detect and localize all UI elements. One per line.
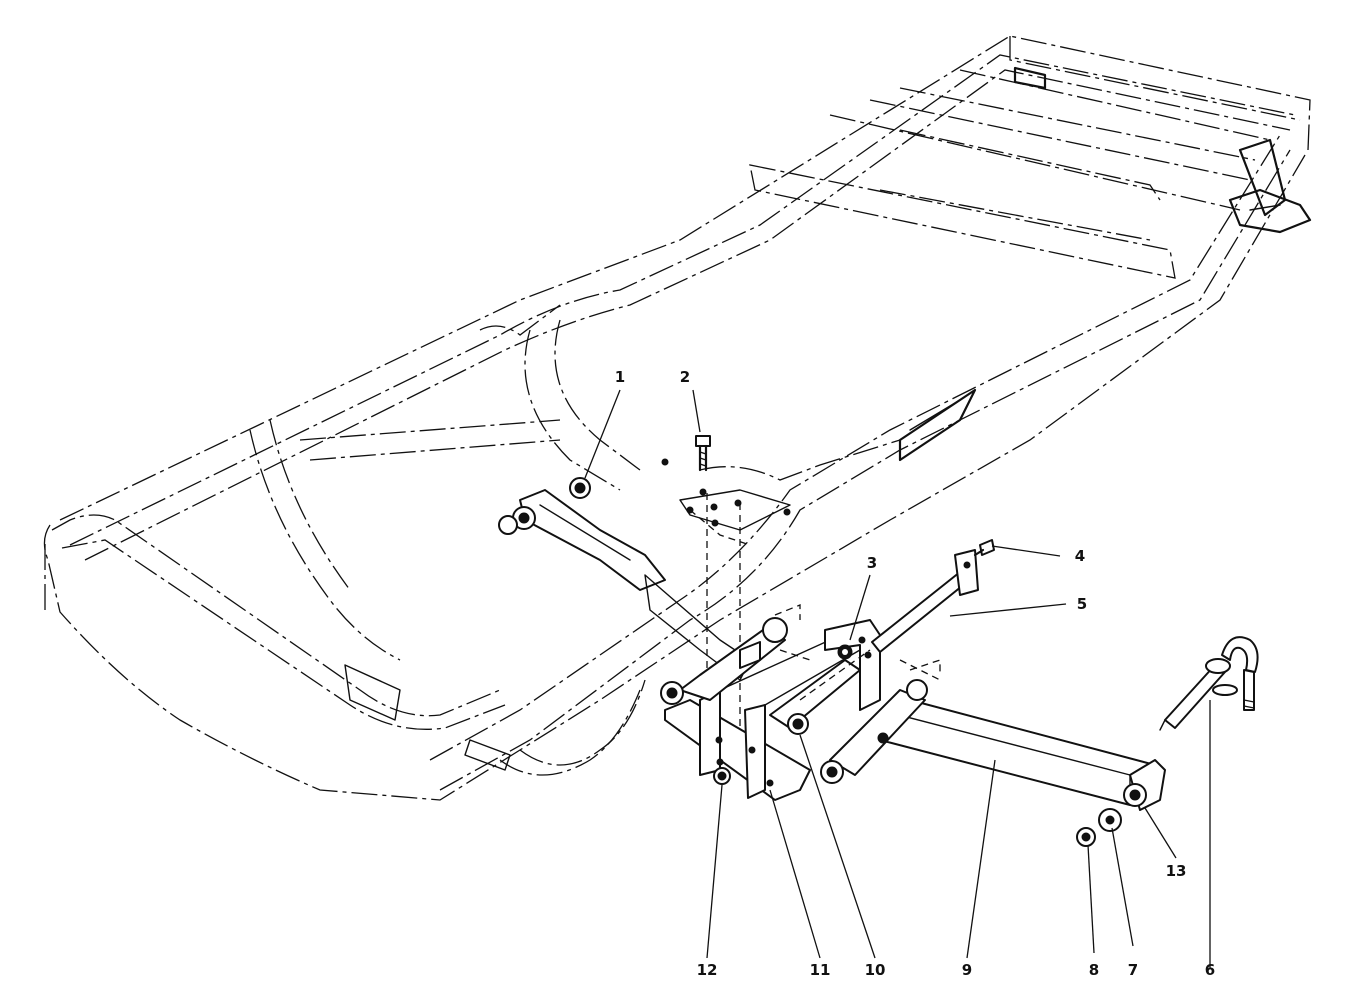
callout-10: 10 [865, 961, 886, 979]
part-2-bolt [695, 435, 711, 472]
frame-mounting-area [661, 458, 791, 531]
part-8-nut [1076, 827, 1096, 847]
callout-4: 4 [1075, 547, 1085, 565]
part-10-bushing-tube [769, 659, 861, 735]
alignment-lines [689, 493, 751, 770]
callout-5: 5 [1077, 595, 1087, 613]
part-5-rod [871, 549, 979, 653]
part-6-torsion-bar [1159, 636, 1259, 731]
part-12-nut [713, 767, 731, 785]
callout-9: 9 [962, 961, 972, 979]
callout-13: 13 [1166, 862, 1187, 880]
leader-lines [584, 389, 1211, 968]
callout-2: 2 [680, 368, 690, 386]
part-7-washer [1098, 808, 1122, 832]
callout-1: 1 [615, 368, 625, 386]
callout-7: 7 [1128, 961, 1138, 979]
callout-11: 11 [810, 961, 831, 979]
callout-8: 8 [1089, 961, 1099, 979]
part-1-front-tube [498, 477, 751, 681]
part-11-mounting-bracket [664, 639, 861, 801]
part-4-bolt [973, 539, 995, 557]
vehicle-frame [43, 35, 1312, 801]
part-3-bracket [824, 619, 881, 711]
callouts: 1 2 3 4 5 6 7 8 9 10 11 12 13 [615, 368, 1215, 979]
hidden-outlines [774, 604, 941, 675]
part-13-end-bushing [1123, 783, 1147, 807]
callout-12: 12 [697, 961, 718, 979]
callout-3: 3 [867, 554, 877, 572]
callout-6: 6 [1205, 961, 1215, 979]
upper-pivot-tube [660, 617, 788, 705]
